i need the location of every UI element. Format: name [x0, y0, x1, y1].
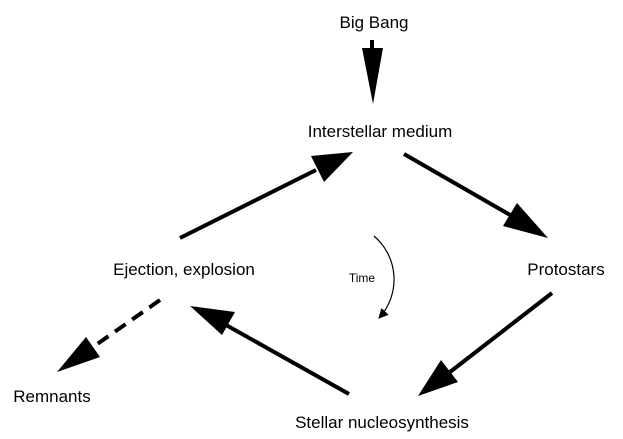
arrow-nucleosynthesis-to-ejection — [190, 306, 350, 396]
label-ejection-explosion: Ejection, explosion — [113, 260, 255, 279]
time-cycle: Time — [349, 235, 395, 319]
label-big-bang: Big Bang — [340, 13, 409, 32]
label-remnants: Remnants — [13, 387, 90, 406]
label-interstellar-medium: Interstellar medium — [308, 122, 453, 141]
arrow-protostars-to-nucleosynthesis — [418, 291, 554, 396]
arrow-big-bang-to-interstellar — [362, 40, 383, 104]
arrow-interstellar-to-protostars — [403, 152, 548, 238]
label-protostars: Protostars — [527, 260, 604, 279]
time-label: Time — [349, 271, 376, 285]
time-cycle-arrow — [373, 235, 395, 319]
label-stellar-nucleosynthesis: Stellar nucleosynthesis — [295, 413, 469, 432]
arrow-ejection-to-interstellar — [179, 152, 353, 240]
arrow-ejection-to-remnants — [57, 298, 162, 372]
